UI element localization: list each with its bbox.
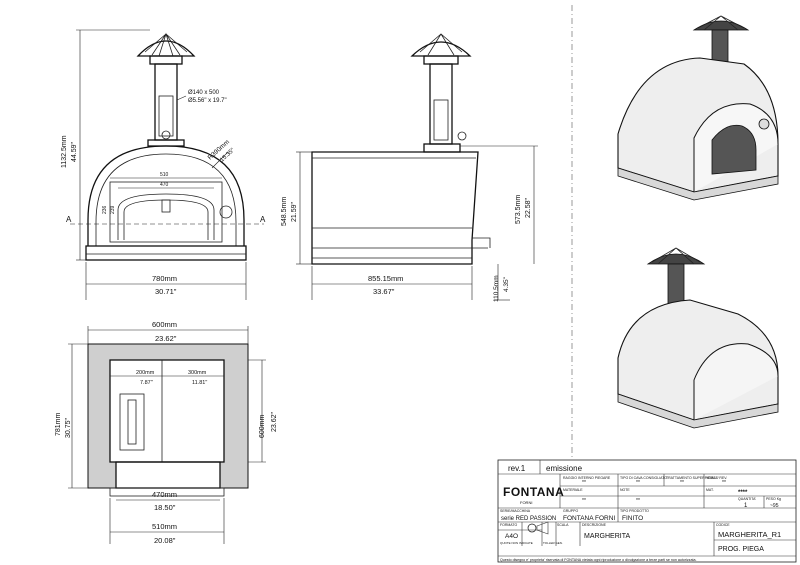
plan-width-300: 300mm xyxy=(188,370,207,376)
isometric-view-rear xyxy=(617,247,779,429)
front-height-inch: 44.59" xyxy=(71,141,78,162)
header-codice: CODICE xyxy=(716,523,730,527)
title-block: rev.1 emissione FONTANA FORNI RAGGIO INT… xyxy=(497,459,797,563)
header-serie: SERIE/MACCHINA xyxy=(500,509,531,513)
value-vers: ** xyxy=(722,480,726,486)
value-peso: ~95 xyxy=(770,503,779,509)
value-note: ** xyxy=(636,498,640,504)
side-height-inch: 21.59" xyxy=(291,201,298,222)
value-gruppo: FONTANA FORNI xyxy=(563,515,615,522)
header-vers: VERS. / REV. xyxy=(706,476,727,480)
value-formato: A4O xyxy=(505,533,518,540)
plan-width: 600mm xyxy=(152,320,177,329)
value-tipo-prodotto: FINITO xyxy=(622,515,643,522)
header-tratt: TRATTAMENTO SUPERFICIALE xyxy=(666,476,719,480)
value-codice: MARGHERITA_R1 xyxy=(718,530,781,539)
header-descrizione: DESCRIZIONE xyxy=(582,523,607,527)
header-tipo-prodotto: TIPO PRODOTTO xyxy=(620,509,649,513)
header-raggio: RAGGIO INTERNO PIEGARE xyxy=(563,476,611,480)
header-gruppo: GRUPPO xyxy=(563,509,578,513)
front-view: A A 510 470 236 239 Ø140 x 500 Ø5.56" x … xyxy=(61,29,266,300)
plan-width-inch: 23.62" xyxy=(155,334,177,343)
side-height-total: 573.5mm xyxy=(515,195,522,224)
projection-symbol xyxy=(527,523,537,533)
logo-subtext: FORNI xyxy=(520,500,532,505)
plan-right-height-inch: 23.62" xyxy=(271,411,278,432)
value-raggio: ** xyxy=(582,480,586,486)
side-view: 548.5mm 21.59" 573.5mm 22.58" 855.15mm 3… xyxy=(281,33,538,302)
plan-depth: 781mm xyxy=(55,412,62,436)
header-note: NOTE xyxy=(620,488,630,492)
header-quantita: QUANTITA' xyxy=(738,497,756,501)
header-formato: FORMATO xyxy=(500,523,517,527)
section-label-left: A xyxy=(66,215,72,224)
value-descrizione: MARGHERITA xyxy=(584,533,630,540)
chimney-dimension-inch: Ø5.56" x 19.7" xyxy=(188,98,227,104)
side-height-total-inch: 22.58" xyxy=(525,197,532,218)
side-length: 855.15mm xyxy=(368,274,403,283)
value-mat2: **** xyxy=(738,490,748,496)
plan-width-300-inch: 11.81" xyxy=(192,380,207,386)
plan-right-height: 600mm xyxy=(259,414,266,438)
plan-base: 510mm xyxy=(152,522,177,531)
header-peso: PESO Kg xyxy=(766,497,781,501)
plan-width-200: 200mm xyxy=(136,370,155,376)
header-mat2: MAT. xyxy=(706,488,714,492)
header-scala: SCALA xyxy=(557,523,569,527)
header-toller: TOLLER GEN. xyxy=(543,541,563,545)
front-height: 1132.5mm xyxy=(61,135,68,168)
front-width-inch: 30.71" xyxy=(155,287,177,296)
emission: emissione xyxy=(546,464,583,473)
plan-mouth: 470mm xyxy=(152,490,177,499)
value-tratt: ** xyxy=(680,480,684,486)
plan-depth-inch: 30.75" xyxy=(65,417,72,438)
front-inner-width-470: 470 xyxy=(160,182,169,188)
plan-width-200-inch: 7.87" xyxy=(140,380,153,386)
side-foot-inch: 4.35" xyxy=(503,276,510,292)
chimney-dimension: Ø140 x 500 xyxy=(188,90,220,96)
footer-note: Questo disegno e' proprieta' riservata d… xyxy=(500,558,696,562)
value-serie: serie RED PASSION xyxy=(501,516,556,522)
value-tipo: ** xyxy=(636,480,640,486)
value-materiale: ** xyxy=(582,498,586,504)
plan-view: 600mm 23.62" 200mm 7.87" 300mm 11.81" 78… xyxy=(55,320,278,545)
section-label-right: A xyxy=(260,215,266,224)
header-materiale: MATERIALE xyxy=(563,488,583,492)
side-foot: 110.5mm xyxy=(493,275,500,302)
side-height: 548.5mm xyxy=(281,197,288,226)
header-quote: QUOTE NON INDICATE xyxy=(500,541,533,545)
logo-text: FONTANA xyxy=(503,485,564,499)
isometric-view-closed xyxy=(617,15,779,201)
front-inner-width-510: 510 xyxy=(160,172,169,178)
front-inner-height-236: 236 xyxy=(102,205,108,214)
side-length-inch: 33.67" xyxy=(373,287,395,296)
header-tipo: TIPO DI CAVA CONSIGLIATO xyxy=(620,476,667,480)
revision: rev.1 xyxy=(508,464,526,473)
front-width: 780mm xyxy=(152,274,177,283)
plan-base-inch: 20.08" xyxy=(154,536,176,545)
value-prog-piega: PROG. PIEGA xyxy=(718,546,764,553)
front-inner-height-239: 239 xyxy=(110,205,116,214)
value-quantita: 1 xyxy=(744,503,748,509)
plan-mouth-inch: 18.50" xyxy=(154,503,176,512)
